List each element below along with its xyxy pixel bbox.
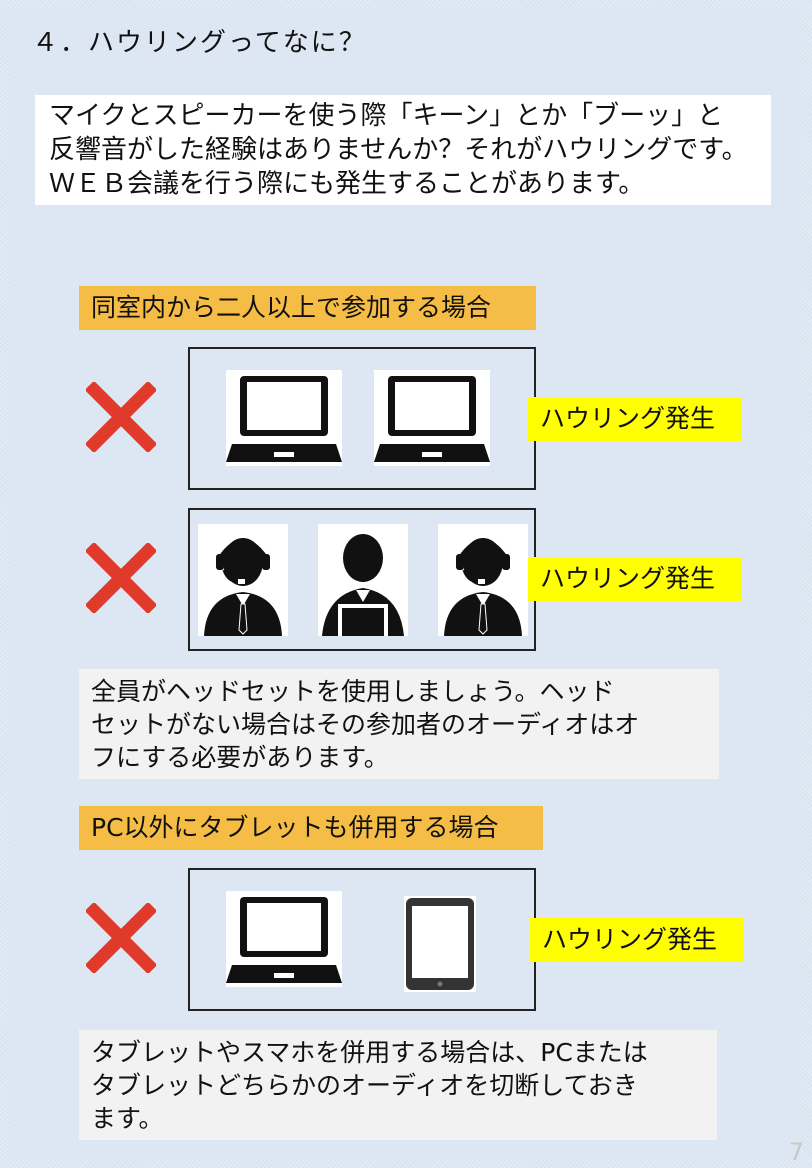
page-title: ４．ハウリングってなに？ [32, 28, 367, 58]
laptops-box [188, 347, 536, 490]
note-line: タブレットやスマホを併用する場合は、PCまたは [91, 1038, 648, 1067]
howling-label: ハウリング発生 [528, 557, 742, 601]
section2-note: タブレットやスマホを併用する場合は、PCまたは タブレットどちらかのオーディオを… [79, 1030, 717, 1140]
headset-person-icon [198, 524, 288, 636]
laptop-icon [374, 370, 490, 466]
section1-note: 全員がヘッドセットを使用しましょう。ヘッド セットがない場合はその参加者のオーデ… [79, 669, 719, 779]
note-line: ます。 [91, 1104, 164, 1133]
tablet-icon [404, 896, 476, 992]
howling-label: ハウリング発生 [530, 918, 744, 962]
laptop-icon [226, 370, 342, 466]
cross-icon [86, 382, 156, 452]
section1-heading: 同室内から二人以上で参加する場合 [79, 286, 536, 330]
people-box [188, 508, 536, 651]
intro-line: ＷＥＢ会議を行う際にも発生することがあります。 [49, 169, 645, 199]
laptop-icon [226, 891, 342, 987]
section2-heading: PC以外にタブレットも併用する場合 [79, 806, 543, 850]
person-laptop-icon [318, 524, 408, 636]
headset-person-icon [438, 524, 528, 636]
cross-icon [86, 543, 156, 613]
intro-box: マイクとスピーカーを使う際「キーン」とか「ブーッ」と 反響音がした経験はありませ… [35, 95, 771, 205]
intro-line: 反響音がした経験はありませんか？それがハウリングです。 [49, 135, 748, 165]
intro-line: マイクとスピーカーを使う際「キーン」とか「ブーッ」と [49, 101, 724, 131]
note-line: 全員がヘッドセットを使用しましょう。ヘッド [91, 677, 615, 706]
howling-label: ハウリング発生 [528, 397, 742, 441]
cross-icon [86, 903, 156, 973]
page-number: 7 [788, 1138, 804, 1166]
note-line: セットがない場合はその参加者のオーディオはオ [91, 710, 640, 739]
devices-box [188, 868, 536, 1011]
note-line: フにする必要があります。 [91, 743, 389, 772]
note-line: タブレットどちらかのオーディオを切断しておき [91, 1071, 638, 1100]
